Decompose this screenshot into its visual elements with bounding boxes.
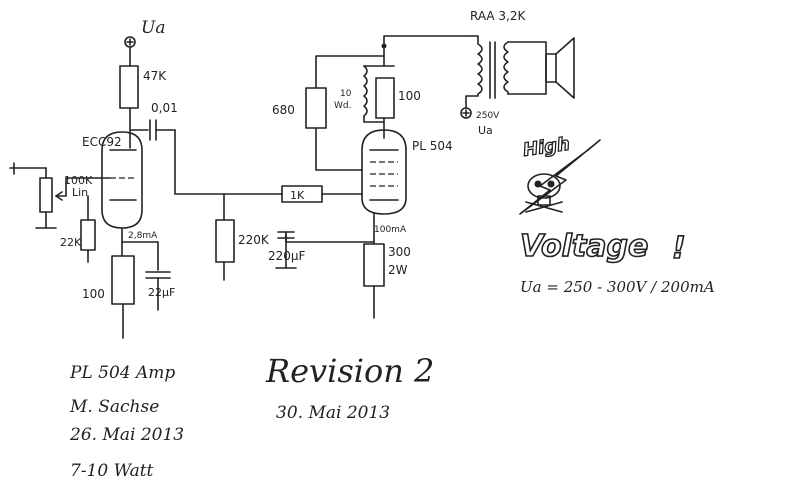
pl504-tube [361, 129, 407, 215]
cathode-bypass-label: 22µF [148, 286, 175, 299]
pot-value-label: 100K [64, 174, 93, 187]
note-date: 26. Mai 2013 [69, 425, 184, 445]
anode-resistor-47k [119, 65, 139, 109]
skull-icon [525, 173, 563, 213]
volume-potentiometer [39, 177, 53, 213]
grid-resistor-22k [80, 219, 96, 251]
output-tube-label: PL 504 [412, 139, 453, 153]
high-voltage-warning: High Voltage ! Ua = 250 - 300V / 200mA [519, 133, 715, 296]
note-power: 7-10 Watt [70, 461, 154, 481]
input-jack-icon [9, 162, 47, 175]
grid-leak-label: 220K [238, 233, 270, 247]
ua-supply-label: Ua [141, 18, 165, 38]
output-ua-label: Ua [478, 124, 493, 137]
lightning-bolt-icon [519, 139, 601, 215]
anode-resistor-100-label: 100 [398, 89, 421, 103]
cathode-resistor-power-label: 2W [388, 263, 408, 277]
cathode-resistor-label: 100 [82, 287, 105, 301]
warning-high-text: High [522, 134, 571, 161]
pot-curve-label: Lin [72, 186, 88, 199]
note-title: PL 504 Amp [69, 363, 175, 383]
choke-unit-label: Wd. [334, 101, 351, 111]
grid-resistor-label: 22K [60, 236, 82, 249]
anode-resistor-label: 47K [143, 69, 167, 83]
screen-resistor-label: 680 [272, 103, 295, 117]
grid-stopper-label: 1K [290, 189, 305, 202]
revision-block: Revision 2 30. Mai 2013 [265, 352, 434, 423]
note-author: M. Sachse [69, 397, 159, 417]
output-current-label: 100mA [374, 225, 407, 235]
coupling-capacitor-label: 0,01 [151, 101, 178, 115]
anode-resistor-100 [375, 77, 395, 119]
preamp-tube-label: ECC92 [82, 135, 122, 149]
transformer-label: RAA 3,2K [470, 9, 527, 23]
choke-value-label: 10 [340, 89, 352, 99]
cathode-resistor-300 [363, 243, 385, 287]
revision-title: Revision 2 [265, 352, 434, 390]
preamp-current-label: 2,8mA [128, 231, 158, 241]
grid-leak-resistor-220k [215, 219, 235, 263]
output-transformer: RAA 3,2K 250V Ua [460, 9, 575, 137]
warning-exclamation: ! [672, 231, 686, 266]
output-voltage-label: 250V [476, 111, 500, 121]
supply-spec: Ua = 250 - 300V / 200mA [520, 278, 715, 296]
interstage: 220K 1K [174, 129, 363, 281]
output-bypass-label: 220µF [268, 249, 306, 263]
cathode-resistor-100 [111, 255, 135, 305]
cathode-resistor-value-label: 300 [388, 245, 411, 259]
preamp-stage: Ua 47K 0,01 ECC92 100K Lin 22K [9, 18, 178, 339]
speaker-icon [545, 53, 557, 83]
ecc92-tube [101, 131, 143, 229]
screen-resistor-680 [305, 87, 327, 129]
output-supply-terminal [460, 107, 472, 119]
warning-voltage-text: Voltage [520, 229, 648, 264]
anode-choke [363, 65, 368, 117]
output-stage: 680 10 Wd. 100 PL 504 100mA 220µF 300 2W [268, 35, 471, 319]
author-notes: PL 504 Amp M. Sachse 26. Mai 2013 7-10 W… [69, 363, 184, 481]
revision-date: 30. Mai 2013 [276, 403, 390, 423]
